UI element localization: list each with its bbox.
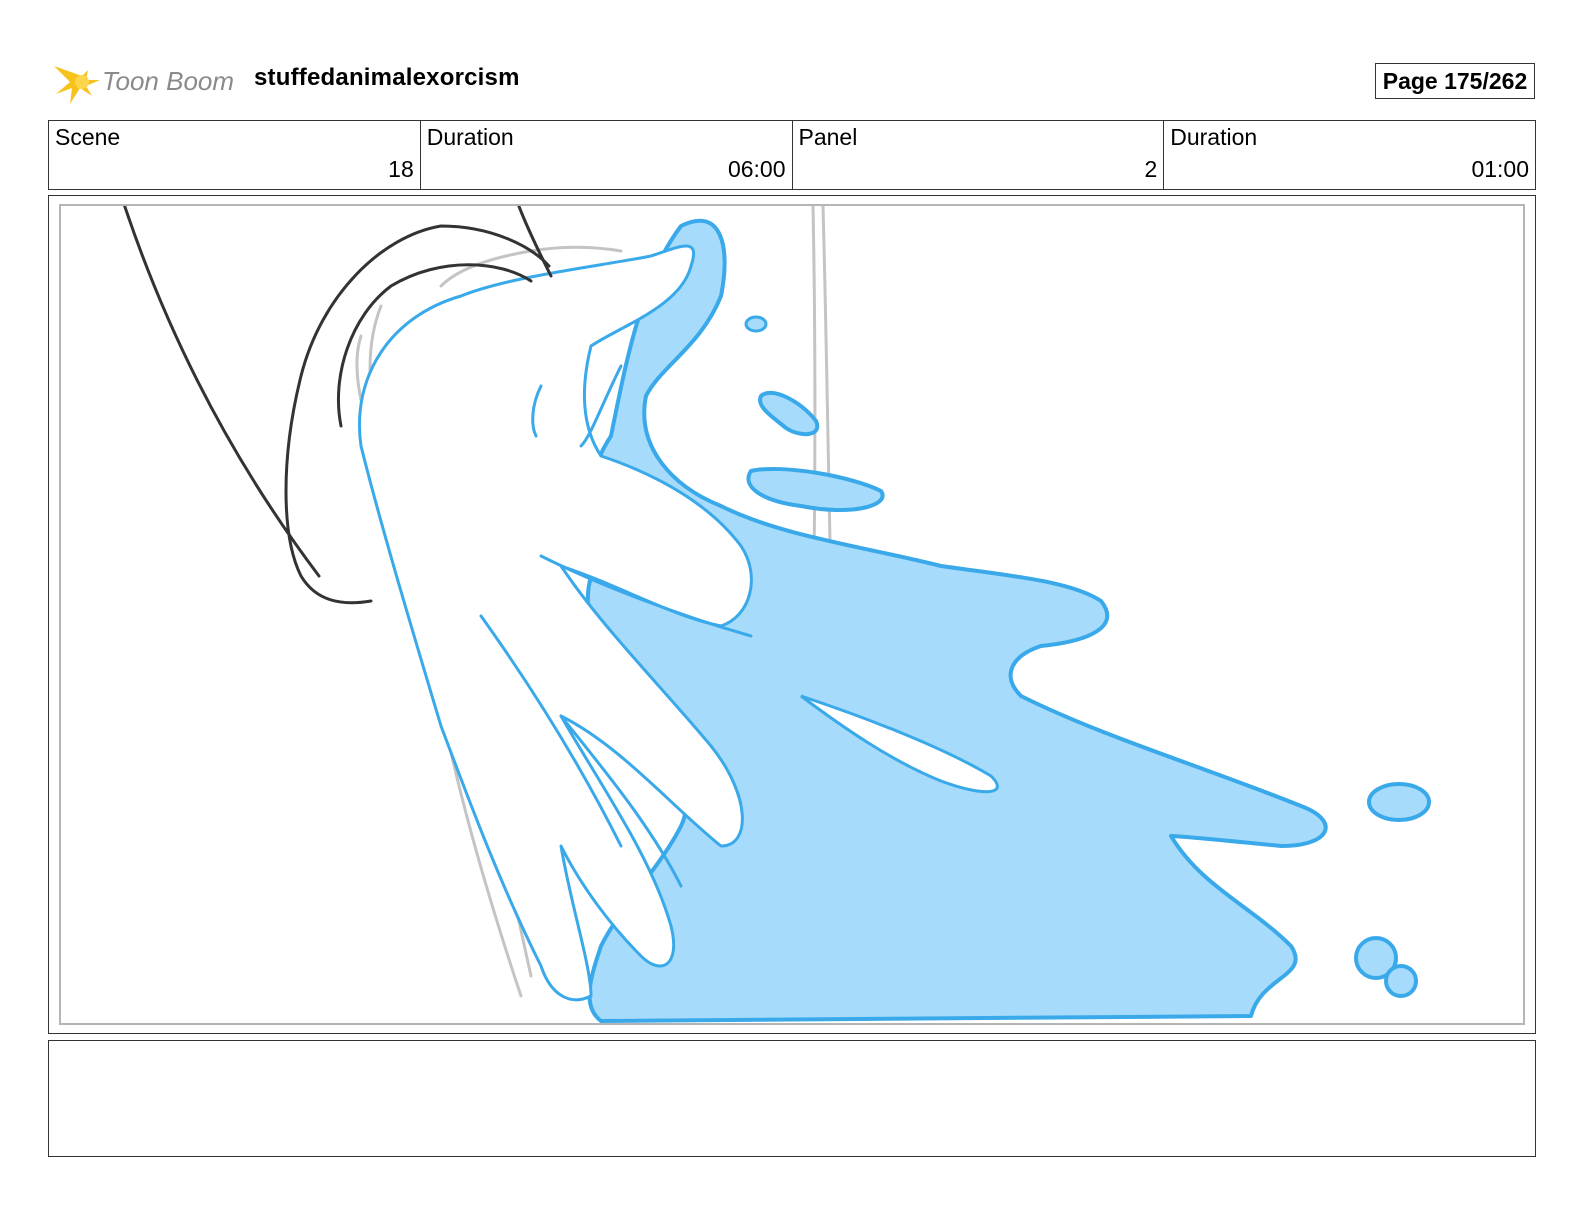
scene-label: Scene (55, 124, 121, 150)
panel-cell: Panel 2 (793, 121, 1165, 189)
splash-drop-4 (1367, 782, 1431, 822)
splash-drop-1 (746, 467, 885, 513)
storyboard-panel (48, 195, 1536, 1034)
panel-duration-cell: Duration 01:00 (1164, 121, 1535, 189)
scene-value: 18 (388, 156, 414, 182)
page-indicator: Page 175/262 (1375, 63, 1535, 99)
scene-info-table: Scene 18 Duration 06:00 Panel 2 Duration… (48, 120, 1536, 190)
scene-cell: Scene 18 (49, 121, 421, 189)
panel-value: 2 (1144, 156, 1158, 182)
splash-drop-5 (1354, 936, 1398, 980)
logo-text: Toon Boom (102, 66, 234, 96)
sleeve-sketch (123, 206, 553, 605)
panel-notes-box (48, 1040, 1536, 1157)
project-title: stuffedanimalexorcism (254, 64, 520, 91)
splash-main-body (585, 218, 1328, 1023)
scene-duration-value: 06:00 (727, 156, 786, 182)
burst-icon (54, 66, 100, 104)
panel-duration-label: Duration (1170, 124, 1258, 150)
water-splash (585, 218, 1431, 1023)
splash-drop-6 (1384, 964, 1418, 998)
scene-duration-cell: Duration 06:00 (421, 121, 793, 189)
toon-boom-logo: Toon Boom (52, 56, 242, 106)
splash-drop-3 (744, 315, 768, 333)
splash-drop-2 (758, 390, 820, 437)
splash-finger-gap-1 (800, 694, 999, 794)
hand-drawing (358, 244, 753, 1002)
panel-artwork-frame (59, 204, 1525, 1025)
hand-shape (358, 244, 753, 1002)
panel-artwork (123, 206, 1431, 1023)
toon-boom-logo-graphic: Toon Boom (54, 66, 234, 104)
panel-duration-value: 01:00 (1471, 156, 1529, 182)
scene-duration-label: Duration (426, 124, 514, 150)
panel-label: Panel (798, 124, 858, 150)
